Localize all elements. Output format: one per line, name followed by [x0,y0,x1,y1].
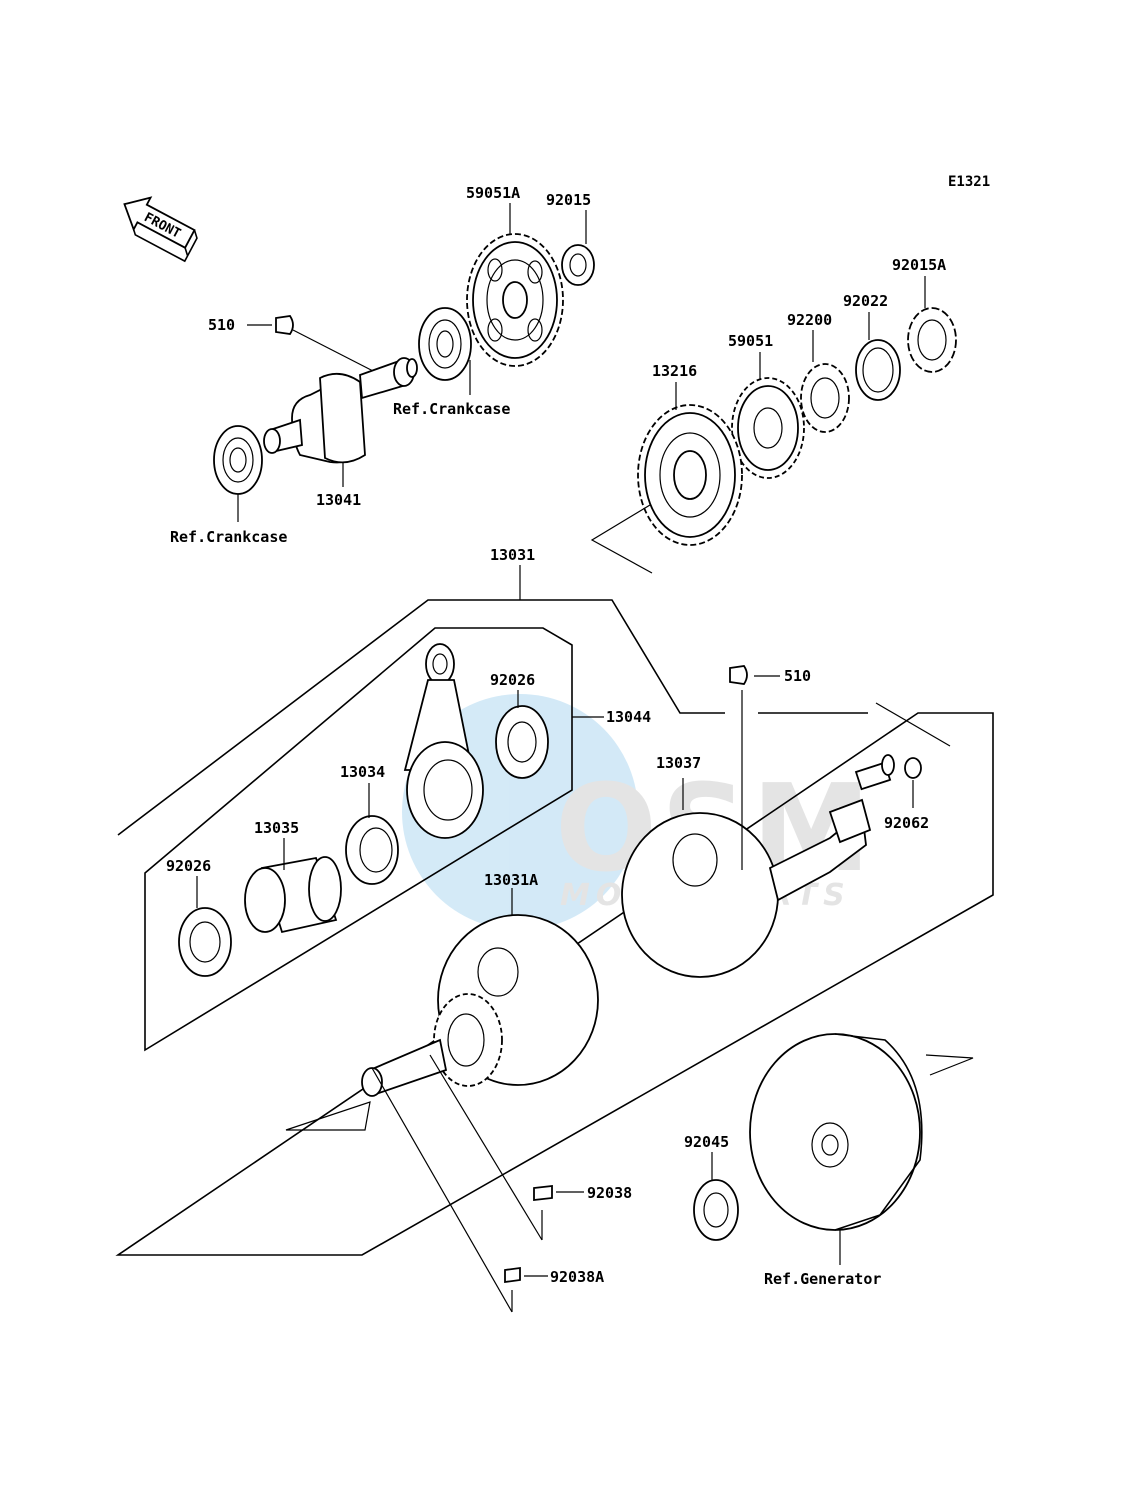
flywheel-right-13037 [621,754,895,978]
front-arrow-icon: FRONT [123,196,198,263]
label-13216: 13216 [652,362,697,380]
label-92045: 92045 [684,1133,729,1151]
diagram-id: E1321 [948,174,990,190]
label-59051: 59051 [728,332,773,350]
flywheel-left-13031A [361,914,599,1097]
key-92038A [504,1266,521,1284]
needle-bearing-13034 [345,815,399,885]
gear-59051 [731,377,805,479]
label-ref-crankcase-right: Ref.Crankcase [393,400,510,418]
label-13041: 13041 [316,491,361,509]
bearing-right [418,307,472,381]
label-ref-crankcase-left: Ref.Crankcase [170,528,287,546]
assembly-outline-13044 [144,627,573,1052]
thrust-washer-lower [178,907,232,977]
ring-nut-92015A [907,307,957,373]
label-92015A: 92015A [892,256,946,274]
connecting-rod [403,643,484,839]
lock-washer-92200 [800,363,850,433]
label-92062: 92062 [884,814,929,832]
label-13044: 13044 [606,708,651,726]
label-92022: 92022 [843,292,888,310]
crank-pin-13035 [244,856,342,934]
gear-13216 [637,404,743,546]
key-92038 [533,1184,553,1202]
label-92026-lower: 92026 [166,857,211,875]
label-13031: 13031 [490,546,535,564]
label-13037: 13037 [656,754,701,772]
nut-92015 [561,244,595,286]
label-ref-generator: Ref.Generator [764,1270,881,1288]
label-92038A: 92038A [550,1268,604,1286]
label-92200: 92200 [787,311,832,329]
thrust-washer-upper [495,705,549,779]
label-13031A: 13031A [484,871,538,889]
bearing-92045 [693,1179,739,1241]
label-510-upper: 510 [208,316,235,334]
plug-92062 [904,757,922,779]
label-92026-upper: 92026 [490,671,535,689]
woodruff-key-upper [275,315,294,335]
label-13035: 13035 [254,819,299,837]
label-510-lower: 510 [784,667,811,685]
label-92015: 92015 [546,191,591,209]
woodruff-key-lower [729,665,748,685]
label-92038: 92038 [587,1184,632,1202]
label-59051A: 59051A [466,184,520,202]
generator-rotor [749,1033,923,1231]
washer-92022 [855,339,901,401]
bearing-left [213,425,263,495]
gear-59051A [466,233,564,367]
balancer-shaft [263,357,418,464]
label-13034: 13034 [340,763,385,781]
assembly-outline-13031 [115,599,994,1256]
